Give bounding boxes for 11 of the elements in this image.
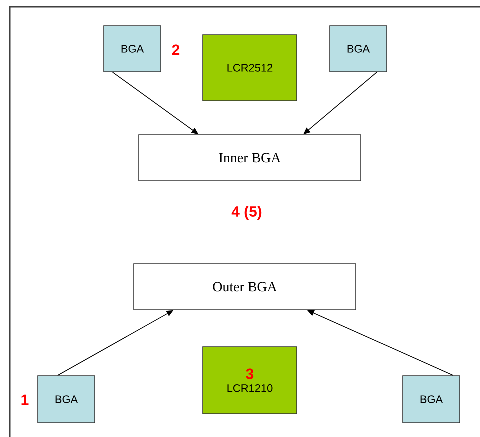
bga-box: BGA <box>38 376 96 424</box>
callout-number: 1 <box>22 394 29 406</box>
process-box: Inner BGA <box>138 134 362 182</box>
callout-number: 2 <box>172 44 180 56</box>
callout-number: 4 (5) <box>232 206 262 220</box>
component-box: LCR2512 <box>202 34 298 102</box>
bga-box: BGA <box>402 376 460 424</box>
bga-box: BGA <box>104 26 162 72</box>
process-box: Outer BGA <box>134 264 356 310</box>
component-box: 3 LCR1210 <box>202 346 298 414</box>
bga-box: BGA <box>330 26 388 72</box>
